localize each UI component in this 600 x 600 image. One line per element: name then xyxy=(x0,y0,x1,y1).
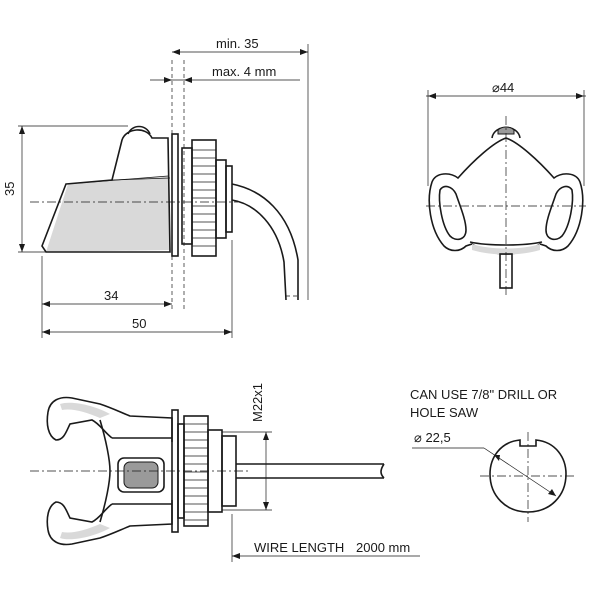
side-view: min. 35 max. 4 mm 35 34 50 xyxy=(2,36,309,338)
dim-d44: ⌀44 xyxy=(492,80,514,95)
front-view: ⌀44 xyxy=(426,80,586,298)
drill-note-line2: HOLE SAW xyxy=(410,405,479,420)
dim-h35: 35 xyxy=(2,182,17,196)
dim-w34: 34 xyxy=(104,288,118,303)
knurl-lines-top xyxy=(184,423,208,521)
dim-w50: 50 xyxy=(132,316,146,331)
wire-length-value: 2000 mm xyxy=(356,540,410,555)
wire-length-label: WIRE LENGTH xyxy=(254,540,344,555)
dim-d22-5: ⌀ 22,5 xyxy=(414,430,451,445)
dim-min35: min. 35 xyxy=(216,36,259,51)
top-view: M22x1 WIRE LENGTH 2000 mm xyxy=(30,383,420,562)
dim-thread: M22x1 xyxy=(250,383,265,422)
knurl-lines xyxy=(192,149,216,247)
panel-cutout: CAN USE 7/8" DRILL OR HOLE SAW ⌀ 22,5 xyxy=(410,387,576,522)
drill-note-line1: CAN USE 7/8" DRILL OR xyxy=(410,387,557,402)
dim-max4mm: max. 4 mm xyxy=(212,64,276,79)
